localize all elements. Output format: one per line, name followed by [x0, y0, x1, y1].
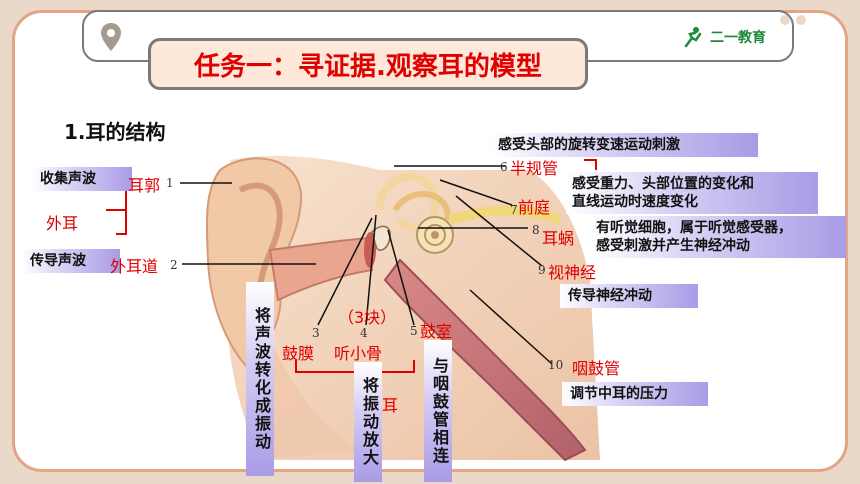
location-pin-icon — [101, 23, 121, 51]
number-3: 3 — [312, 326, 320, 340]
number-6: 6 — [500, 160, 508, 174]
number-7: 7 — [510, 203, 518, 217]
label-three-pieces: （3块） — [338, 308, 397, 327]
cochlea-box: 有听觉细胞，属于听觉感受器， 感受刺激并产生神经冲动 — [590, 216, 846, 258]
number-4: 4 — [360, 326, 368, 340]
number-5: 5 — [410, 324, 418, 338]
label-ossicles: 听小骨 — [334, 344, 383, 363]
number-9: 9 — [538, 263, 546, 277]
runner-logo-icon — [684, 27, 702, 48]
brand-name: 二一教育 — [710, 30, 766, 46]
page-title: 任务一：寻证据.观察耳的模型 — [148, 38, 588, 90]
label-semicircular-canals: 半规管 — [510, 159, 559, 178]
number-1: 1 — [166, 176, 174, 190]
label-middle-ear-fragment: 耳 — [382, 396, 399, 415]
collect-sound-box: 收集声波 — [32, 167, 132, 191]
pressure-box: 调节中耳的压力 — [562, 382, 708, 406]
label-eustachian-tube: 咽鼓管 — [572, 359, 621, 378]
rotation-box: 感受头部的旋转变速运动刺激 — [490, 133, 758, 157]
vestibule-box: 感受重力、头部位置的变化和 直线运动时速度变化 — [566, 172, 818, 214]
label-cochlea: 耳蜗 — [542, 229, 575, 248]
label-outer-ear: 外耳 — [46, 214, 79, 233]
number-2: 2 — [170, 258, 178, 272]
amplify-vibration-box: 将振动放大 — [354, 362, 382, 482]
section-heading: 1.耳的结构 — [64, 120, 166, 144]
vestibule-text-2: 直线运动时速度变化 — [572, 194, 698, 210]
label-erkuo: 耳郭 — [128, 176, 161, 195]
label-tympanic-cavity: 鼓室 — [420, 322, 453, 341]
cochlea-text-2: 感受刺激并产生神经冲动 — [596, 238, 750, 254]
decorative-dots — [774, 10, 806, 29]
connect-tube-box: 与咽鼓管相连 — [424, 340, 452, 482]
conduct-sound-box: 传导声波 — [22, 249, 120, 273]
label-ear-canal: 外耳道 — [110, 257, 159, 276]
number-10: 10 — [548, 358, 564, 372]
cochlea-text-1: 有听觉细胞，属于听觉感受器， — [596, 220, 792, 236]
label-nerve: 视神经 — [548, 263, 597, 282]
vestibule-text-1: 感受重力、头部位置的变化和 — [572, 176, 754, 192]
convert-vibration-box: 将声波转化成振动 — [246, 282, 274, 476]
number-8: 8 — [532, 223, 540, 237]
nerve-box: 传导神经冲动 — [560, 284, 698, 308]
label-eardrum: 鼓膜 — [282, 344, 315, 363]
label-vestibule: 前庭 — [518, 198, 551, 217]
brand-logo: 二一教育 — [682, 24, 766, 50]
